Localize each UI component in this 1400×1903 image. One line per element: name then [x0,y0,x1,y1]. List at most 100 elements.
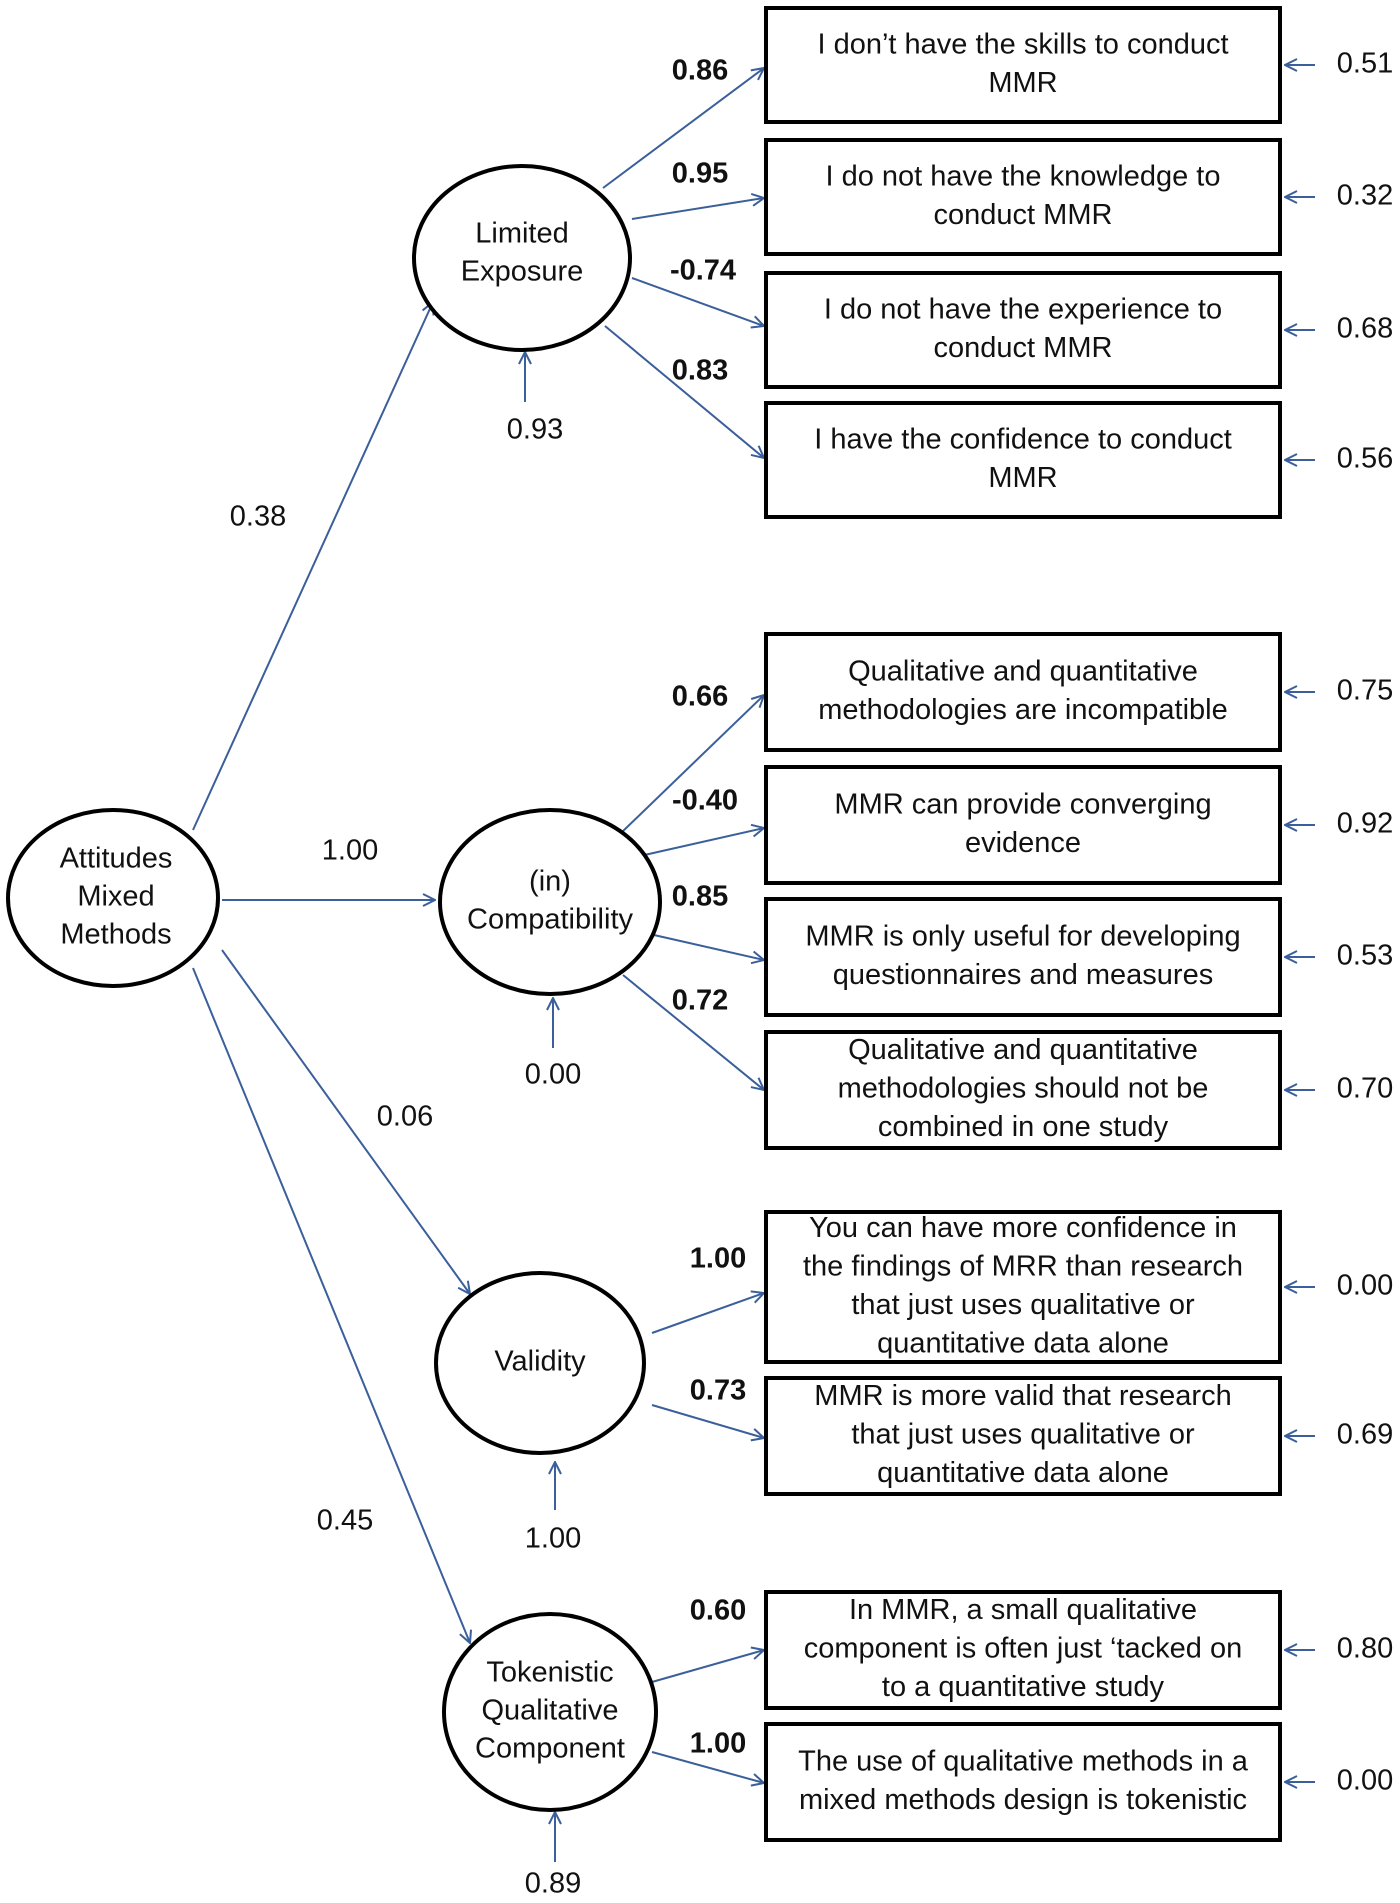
indicator-box [764,6,1282,124]
indicator-box [764,1722,1282,1842]
indicator-box [764,1376,1282,1496]
loading-arrow-limited-exposure-4 [604,325,764,458]
indicator-item-validity-2: MMR is more valid that research that just… [764,1376,1282,1496]
factor-loading-in-compatibility-1: 0.66 [672,681,728,713]
loading-arrow-limited-exposure-1 [602,68,764,189]
factor-label-validity-line-1: Validity [494,1346,586,1378]
loading-arrow-validity-2 [651,1404,764,1438]
indicator-box [764,1210,1282,1364]
loading-arrow-limited-exposure-3 [631,277,764,326]
residual-value-validity: 1.00 [525,1523,581,1555]
indicator-text-line-2: that just uses qualitative or [851,1419,1195,1451]
path-arrow-root-to-limited-exposure [192,302,433,831]
indicator-text-line-2: questionnaires and measures [833,959,1213,991]
factor-ellipse-tokenistic-qualitative-component [442,1612,658,1812]
indicator-text-line-1: I do not have the experience to [824,293,1222,325]
indicator-text-line-1: Qualitative and quantitative [848,655,1198,687]
root-label-line-2: Mixed [77,881,154,913]
error-variance-in-compatibility-3: 0.53 [1337,940,1393,972]
factor-label-tokenistic-qualitative-component-line-2: Qualitative [481,1695,618,1727]
indicator-text-line-2: conduct MMR [934,332,1113,364]
error-variance-tokenistic-qualitative-component-2: 0.00 [1337,1765,1393,1797]
factor-label-limited-exposure-line-1: Limited [475,218,569,250]
indicator-box [764,897,1282,1017]
factor-loading-in-compatibility-4: 0.72 [672,985,728,1017]
factor-loading-in-compatibility-2: -0.40 [672,785,738,817]
factor-in-compatibility: (in) Compatibility [438,808,662,996]
factor-label-tokenistic-qualitative-component-line-3: Component [475,1733,625,1765]
residual-value-tokenistic-qualitative-component: 0.89 [525,1868,581,1900]
loading-arrow-in-compatibility-1 [621,695,764,833]
residual-value-in-compatibility: 0.00 [525,1059,581,1091]
indicator-text-line-2: MMR [988,462,1057,494]
indicator-item-limited-exposure-3: I do not have the experience to conduct M… [764,271,1282,389]
path-arrow-root-to-tokenistic-qualitative-component [192,967,470,1643]
factor-label-limited-exposure-line-2: Exposure [461,256,584,288]
factor-loading-in-compatibility-3: 0.85 [672,881,728,913]
error-variance-in-compatibility-2: 0.92 [1337,808,1393,840]
indicator-item-in-compatibility-4: Qualitative and quantitativemethodologie… [764,1030,1282,1150]
indicator-text-line-3: combined in one study [878,1111,1169,1143]
factor-loading-limited-exposure-2: 0.95 [672,158,728,190]
indicator-box [764,401,1282,519]
loading-arrow-in-compatibility-2 [639,828,764,857]
indicator-item-in-compatibility-1: Qualitative and quantitativemethodologie… [764,632,1282,752]
path-coefficient-limited-exposure: 0.38 [230,501,286,533]
indicator-text-line-1: I don’t have the skills to conduct [817,28,1228,60]
factor-loading-validity-2: 0.73 [690,1375,746,1407]
root-ellipse [6,808,220,988]
indicator-text-line-1: MMR is only useful for developing [805,920,1240,952]
indicator-text-line-2: MMR [988,67,1057,99]
indicator-box [764,1590,1282,1710]
indicator-text-line-1: I have the confidence to conduct [814,423,1232,455]
indicator-item-in-compatibility-3: MMR is only useful for developing questio… [764,897,1282,1017]
indicator-text-line-1: In MMR, a small qualitative [849,1594,1197,1626]
loading-arrow-in-compatibility-4 [622,974,764,1090]
loading-arrow-validity-1 [651,1293,764,1334]
factor-ellipse-limited-exposure [412,164,632,352]
indicator-text-line-3: that just uses qualitative or [851,1289,1195,1321]
indicator-box [764,632,1282,752]
indicator-text-line-1: Qualitative and quantitative [848,1034,1198,1066]
factor-validity: Validity [434,1271,646,1455]
indicator-text-line-1: I do not have the knowledge to [825,160,1220,192]
error-variance-validity-1: 0.00 [1337,1270,1393,1302]
indicator-text-line-2: mixed methods design is tokenistic [799,1784,1247,1816]
path-arrow-root-to-validity [221,949,470,1294]
indicator-box [764,1030,1282,1150]
indicator-box [764,765,1282,885]
loading-arrow-in-compatibility-3 [653,934,764,960]
factor-label-in-compatibility-line-1: (in) [529,866,571,898]
loading-arrow-tokenistic-qualitative-component-2 [651,1751,764,1783]
factor-loading-limited-exposure-4: 0.83 [672,355,728,387]
indicator-item-tokenistic-qualitative-component-1: In MMR, a small qualitative component is … [764,1590,1282,1710]
loading-arrow-limited-exposure-2 [631,198,764,220]
factor-loading-tokenistic-qualitative-component-2: 1.00 [690,1728,746,1760]
root-label-line-1: Attitudes [60,843,173,875]
factor-ellipse-in-compatibility [438,808,662,996]
error-variance-in-compatibility-4: 0.70 [1337,1073,1393,1105]
indicator-text-line-1: The use of qualitative methods in a [798,1745,1249,1777]
residual-value-limited-exposure: 0.93 [507,414,563,446]
indicator-text-line-1: MMR is more valid that research [814,1380,1231,1412]
indicator-text-line-2: component is often just ‘tacked on [804,1633,1242,1665]
indicator-item-tokenistic-qualitative-component-2: The use of qualitative methods in a mixed… [764,1722,1282,1842]
factor-ellipse-validity [434,1271,646,1455]
root-label-line-3: Methods [60,919,171,951]
error-variance-validity-2: 0.69 [1337,1419,1393,1451]
error-variance-limited-exposure-2: 0.32 [1337,180,1393,212]
error-variance-limited-exposure-3: 0.68 [1337,313,1393,345]
error-variance-limited-exposure-1: 0.51 [1337,48,1393,80]
error-variance-limited-exposure-4: 0.56 [1337,443,1393,475]
factor-loading-tokenistic-qualitative-component-1: 0.60 [690,1595,746,1627]
factor-label-in-compatibility-line-2: Compatibility [467,904,633,936]
indicator-text-line-2: evidence [965,827,1081,859]
